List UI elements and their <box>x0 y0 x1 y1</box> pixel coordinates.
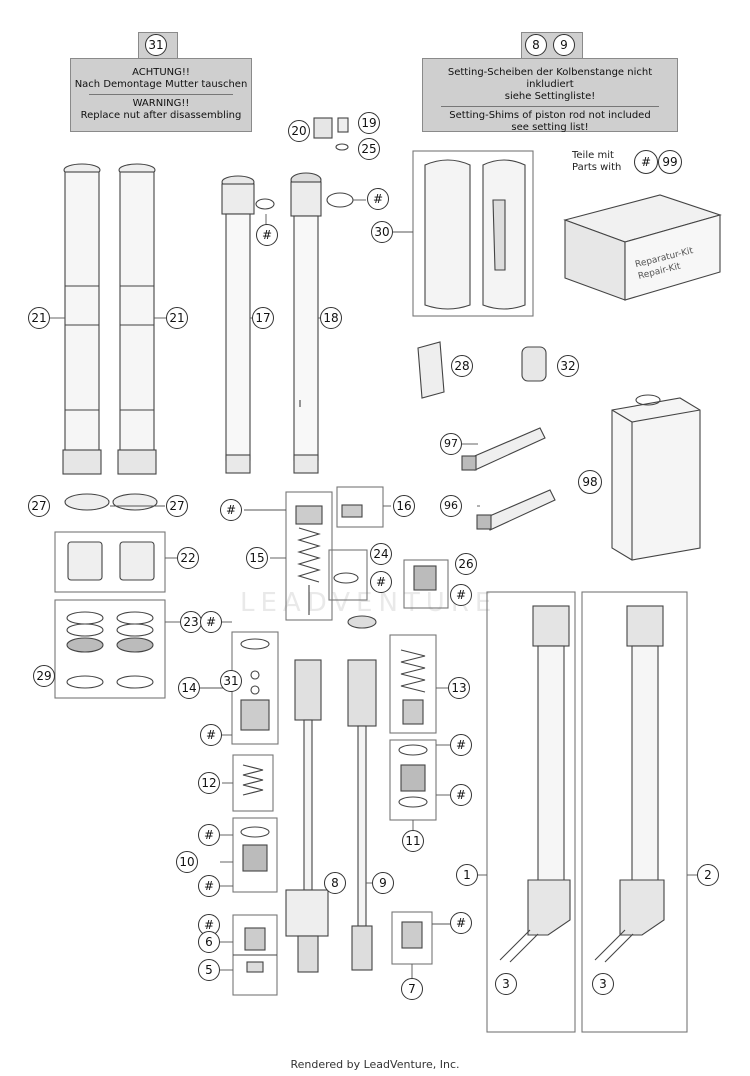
kit-legend-text: Teile mit Parts with <box>572 150 621 174</box>
callout-hash-11a[interactable]: # <box>450 734 472 756</box>
callout-5[interactable]: 5 <box>198 959 220 981</box>
footer-credit: Rendered by LeadVenture, Inc. <box>290 1058 460 1071</box>
box-leg-1 <box>486 591 576 1033</box>
note-de-line2: Nach Demontage Mutter tauschen <box>74 79 248 90</box>
callout-24[interactable]: 24 <box>370 543 392 565</box>
callout-12[interactable]: 12 <box>198 772 220 794</box>
callout-6[interactable]: 6 <box>198 931 220 953</box>
piston-rod-9 <box>347 615 377 971</box>
callout-11[interactable]: 11 <box>402 830 424 852</box>
outer-tube-21-right <box>117 163 157 475</box>
callout-2[interactable]: 2 <box>697 864 719 886</box>
kit-legend-line2: Parts with <box>572 162 622 173</box>
setting-shims-note: Setting-Scheiben der Kolbenstange nicht … <box>422 58 678 133</box>
note-right-divider <box>441 106 659 107</box>
callout-13[interactable]: 13 <box>448 677 470 699</box>
guard-box-30 <box>412 150 534 317</box>
callout-20[interactable]: 20 <box>288 120 310 142</box>
note-de-line1: ACHTUNG!! <box>132 67 190 78</box>
note-divider <box>89 94 233 95</box>
oil-can-98 <box>611 394 701 561</box>
note-right-en-line1: Setting-Shims of piston rod not included <box>449 110 651 121</box>
note-right-de-line2: siehe Settingliste! <box>504 91 596 102</box>
repair-kit-box <box>563 194 722 301</box>
box-22 <box>54 531 166 593</box>
note-en-line1: WARNING!! <box>132 98 190 109</box>
callout-hash-15[interactable]: # <box>220 499 242 521</box>
callout-97[interactable]: 97 <box>440 433 462 455</box>
callout-21-left[interactable]: 21 <box>28 307 50 329</box>
callout-31-part[interactable]: 31 <box>220 670 242 692</box>
callout-32[interactable]: 32 <box>557 355 579 377</box>
callout-29[interactable]: 29 <box>33 665 55 687</box>
callout-25[interactable]: 25 <box>358 138 380 160</box>
callout-28[interactable]: 28 <box>451 355 473 377</box>
box-16 <box>336 486 384 528</box>
note-right-de-line1: Setting-Scheiben der Kolbenstange nicht … <box>447 67 653 90</box>
callout-9-note[interactable]: 9 <box>553 34 575 56</box>
box-23 <box>54 599 166 699</box>
kit-legend-line1: Teile mit <box>572 150 614 161</box>
callout-hash-17[interactable]: # <box>256 224 278 246</box>
warning-note: ACHTUNG!! Nach Demontage Mutter tauschen… <box>70 58 252 132</box>
callout-27-right[interactable]: 27 <box>166 495 188 517</box>
fork-leg-1 <box>499 605 571 963</box>
callout-3-right[interactable]: 3 <box>592 973 614 995</box>
callout-22[interactable]: 22 <box>177 547 199 569</box>
outer-tube-21-left <box>62 163 102 475</box>
callout-hash-11b[interactable]: # <box>450 784 472 806</box>
callout-19[interactable]: 19 <box>358 112 380 134</box>
tube-18 <box>290 172 354 474</box>
watermark: LEADVENTURE <box>240 588 498 618</box>
callout-hash-6[interactable]: # <box>198 914 220 936</box>
callout-31-note[interactable]: 31 <box>145 34 167 56</box>
callout-18[interactable]: 18 <box>320 307 342 329</box>
callout-10[interactable]: 10 <box>176 851 198 873</box>
callout-17[interactable]: 17 <box>252 307 274 329</box>
note-right-en-line2: see setting list! <box>511 122 589 133</box>
callout-1[interactable]: 1 <box>456 864 478 886</box>
callout-hash-10a[interactable]: # <box>198 824 220 846</box>
callout-7[interactable]: 7 <box>401 978 423 1000</box>
callout-16[interactable]: 16 <box>393 495 415 517</box>
callout-9[interactable]: 9 <box>372 872 394 894</box>
callout-3-left[interactable]: 3 <box>495 973 517 995</box>
callout-8[interactable]: 8 <box>324 872 346 894</box>
callout-98[interactable]: 98 <box>578 470 602 494</box>
callout-26[interactable]: 26 <box>455 553 477 575</box>
box-leg-2 <box>581 591 688 1033</box>
note-en-line2: Replace nut after disassembling <box>80 110 242 121</box>
tube-17 <box>221 175 275 474</box>
callout-8-note[interactable]: 8 <box>525 34 547 56</box>
callout-hash-18[interactable]: # <box>367 188 389 210</box>
callout-96[interactable]: 96 <box>440 495 462 517</box>
box-15 <box>285 491 333 621</box>
fork-leg-2 <box>594 605 665 963</box>
callout-14[interactable]: 14 <box>178 677 200 699</box>
kit-legend-hash: # <box>634 150 658 174</box>
callout-23[interactable]: 23 <box>180 611 202 633</box>
callout-15[interactable]: 15 <box>246 547 268 569</box>
callout-27-left[interactable]: 27 <box>28 495 50 517</box>
callout-hash-24[interactable]: # <box>370 571 392 593</box>
callout-hash-14a[interactable]: # <box>200 611 222 633</box>
callout-hash-26[interactable]: # <box>450 584 472 606</box>
callout-hash-10b[interactable]: # <box>198 875 220 897</box>
callout-30[interactable]: 30 <box>371 221 393 243</box>
callout-21-right[interactable]: 21 <box>166 307 188 329</box>
callout-99[interactable]: 99 <box>658 150 682 174</box>
callout-hash-7[interactable]: # <box>450 912 472 934</box>
piston-rod-8 <box>285 659 329 973</box>
callout-hash-14b[interactable]: # <box>200 724 222 746</box>
